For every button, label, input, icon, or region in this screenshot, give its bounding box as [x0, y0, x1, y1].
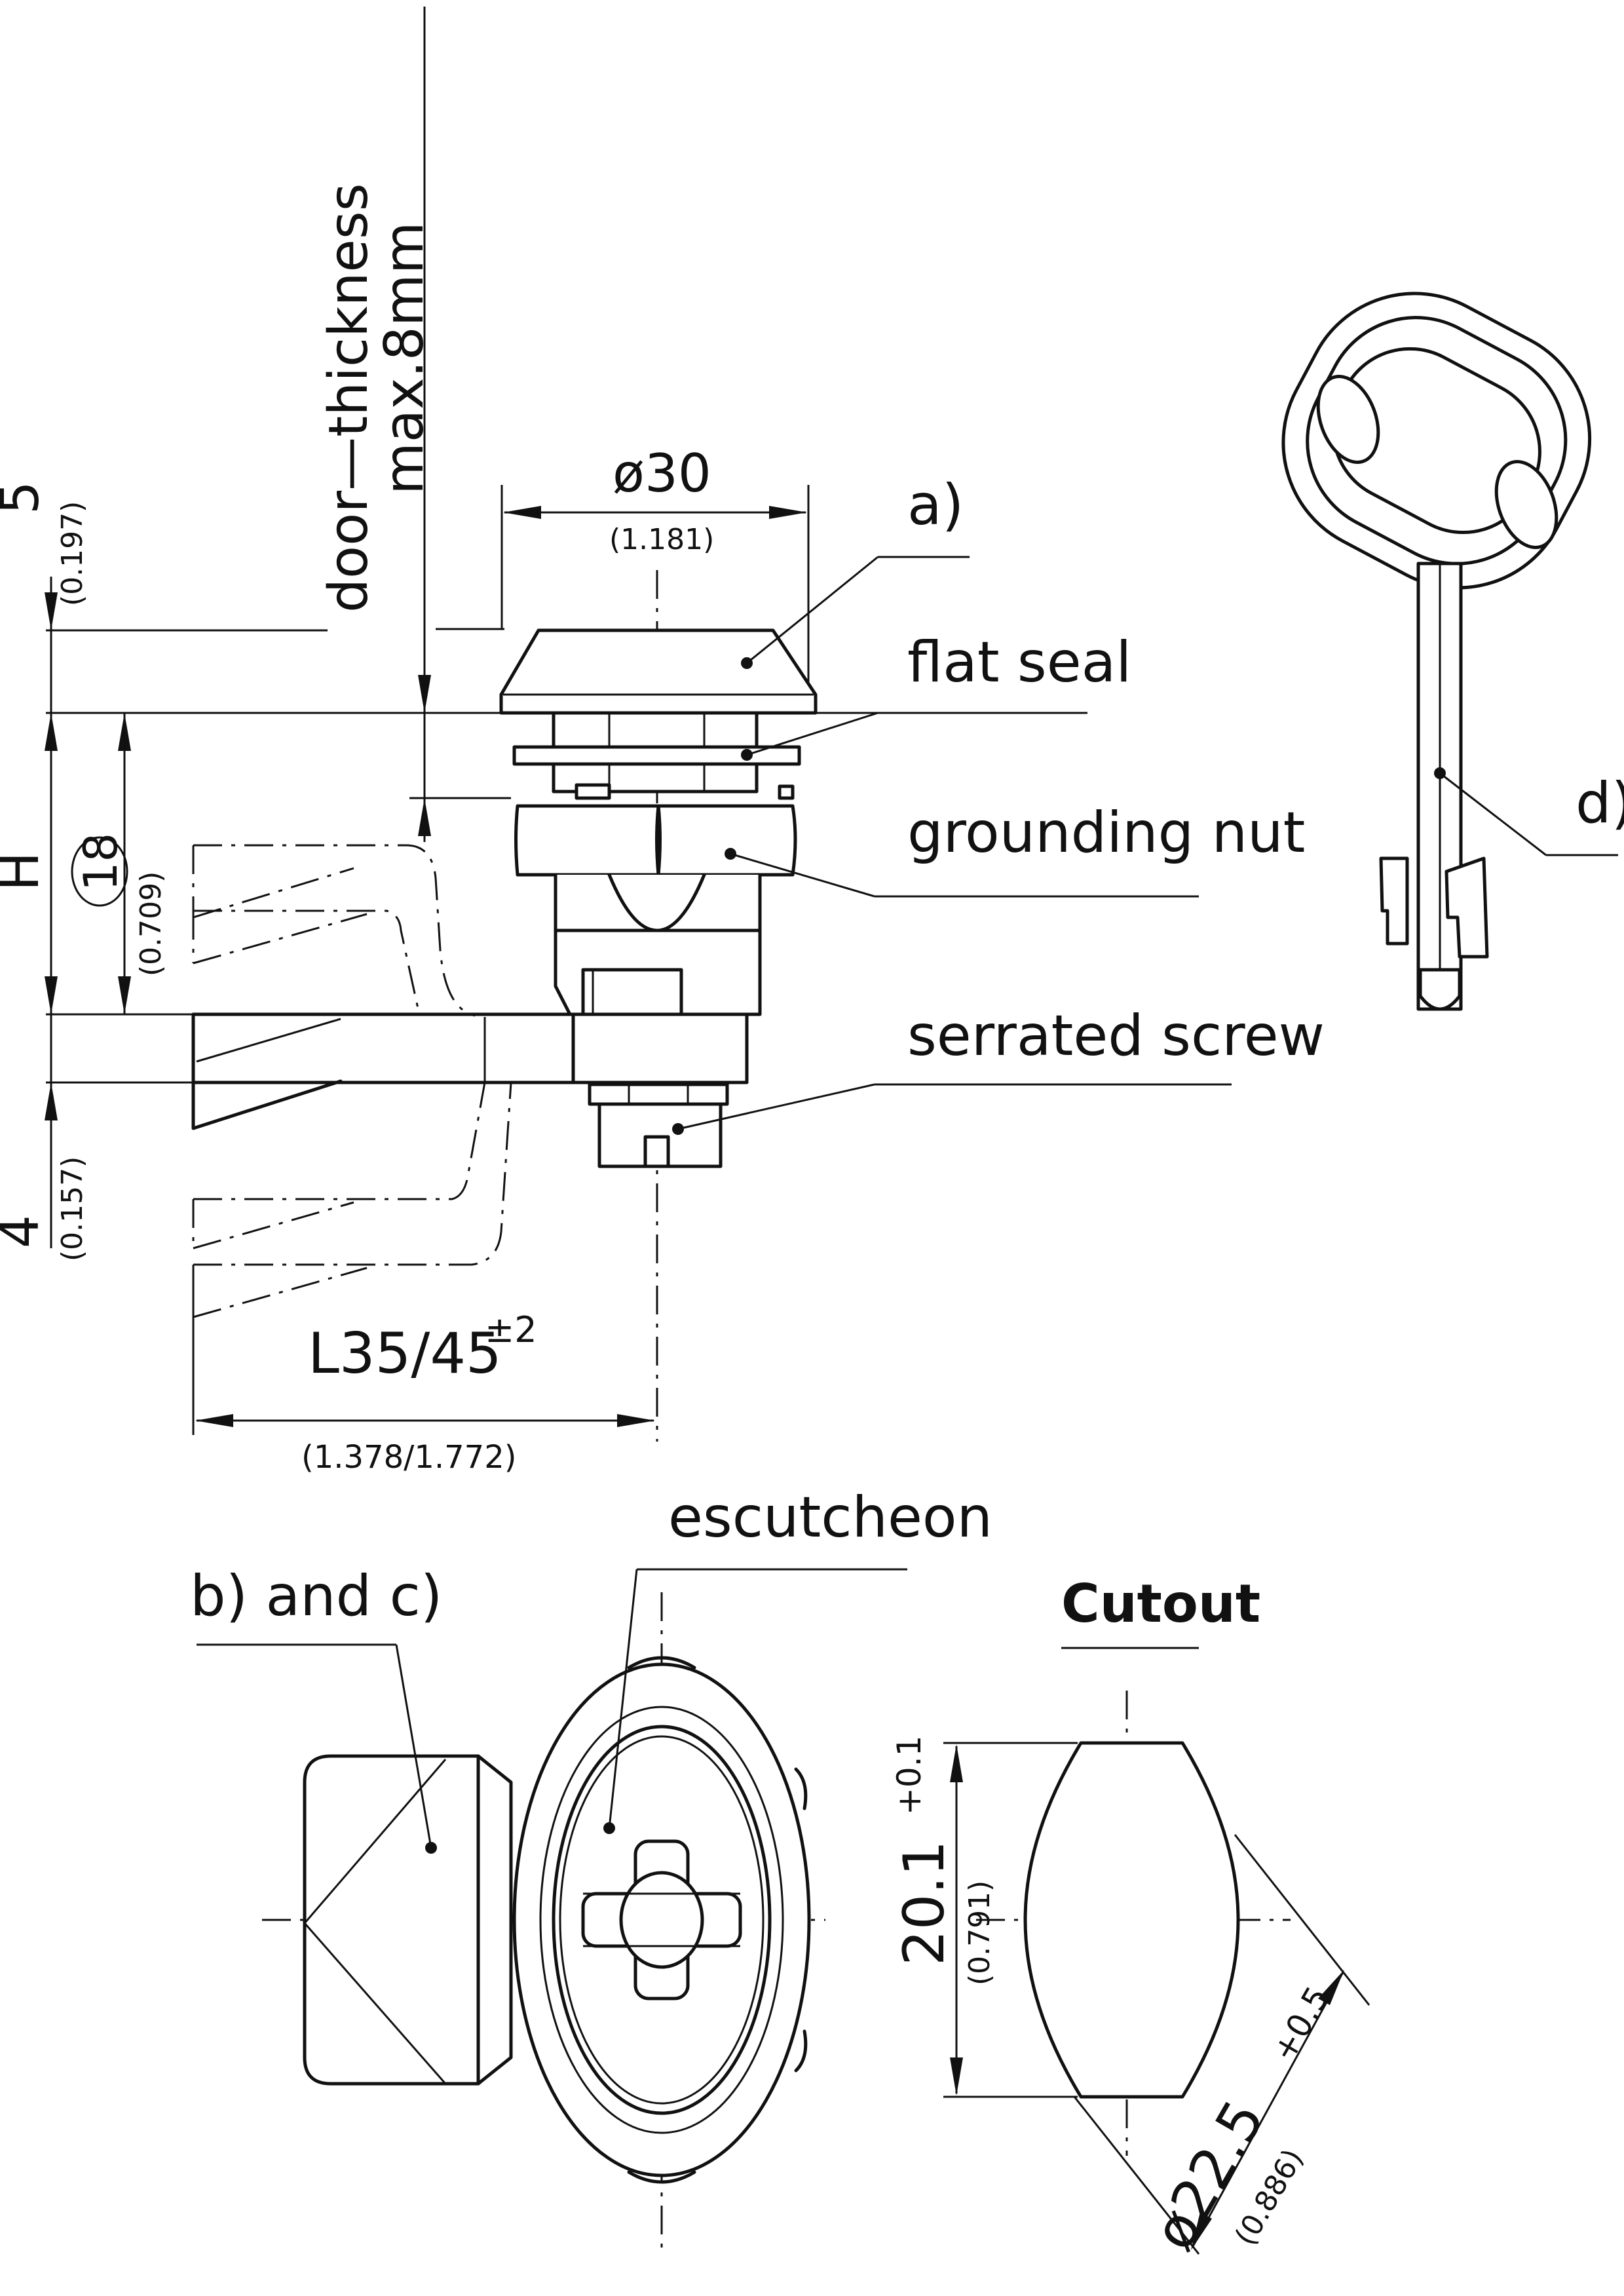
- cutout-view: [943, 1647, 1370, 2255]
- dim-L: L35/45: [308, 1321, 502, 1387]
- dim-cutout-h: 20.1: [892, 1841, 957, 1966]
- dim-L-in: (1.378/1.772): [301, 1439, 516, 1476]
- door-max-label: max.8mm: [373, 221, 436, 495]
- dim-dia30-in: (1.181): [609, 523, 714, 556]
- dim-5: 5: [0, 481, 50, 514]
- callout-escutcheon: escutcheon: [668, 1485, 992, 1550]
- dim-4-in: (0.157): [56, 1157, 89, 1261]
- dim-H: H: [0, 852, 50, 891]
- callout-flat-seal: flat seal: [907, 630, 1131, 695]
- callout-leaders-top: [672, 556, 1232, 1135]
- callout-bc: b) and c): [190, 1563, 442, 1629]
- dim-cutout-d-tol: +0.5: [1264, 1980, 1337, 2068]
- dim-dia30: ø30: [613, 443, 711, 504]
- key-view: [1281, 292, 1618, 1011]
- dim-18: 18: [74, 833, 128, 891]
- door-thickness-label: door—thickness: [318, 183, 380, 613]
- cutout-title: Cutout: [1061, 1573, 1260, 1634]
- dim-4: 4: [0, 1215, 50, 1248]
- dim-5-in: (0.197): [56, 501, 89, 606]
- callout-serrated-screw: serrated screw: [907, 1003, 1325, 1069]
- dim-18-in: (0.709): [134, 871, 168, 976]
- lock-front-view: [197, 1568, 907, 2248]
- dim-cutout-h-tol: +0.1: [890, 1736, 928, 1815]
- dim-cutout-h-in: (0.791): [963, 1881, 996, 1985]
- callout-text: a) flat seal grounding nut serrated scre…: [190, 472, 1624, 1634]
- callout-a: a): [907, 472, 964, 538]
- dim-L-tol: ±2: [485, 1309, 537, 1350]
- callout-grounding-nut: grounding nut: [907, 800, 1305, 866]
- lock-side-view: [45, 7, 1087, 1442]
- callout-d: d): [1576, 771, 1624, 836]
